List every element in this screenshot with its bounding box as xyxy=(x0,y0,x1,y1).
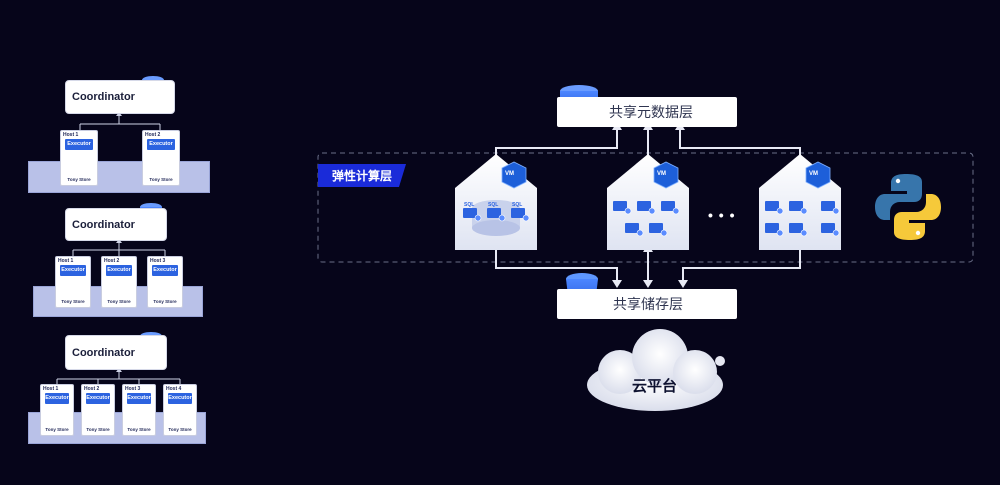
executor-box: Executor xyxy=(168,393,192,404)
cloud-platform-label: 云平台 xyxy=(632,377,678,395)
vm-badge: VM xyxy=(505,171,514,177)
host-label: Host 1 xyxy=(58,258,74,264)
storage-label: Tony Store xyxy=(86,427,110,432)
svg-text:SQL: SQL xyxy=(464,202,474,208)
host-label: Host 2 xyxy=(104,258,120,264)
vm-cube-icon xyxy=(501,161,831,189)
host-label: Host 4 xyxy=(166,386,182,392)
host-card: Host 4 Executor Tony Store xyxy=(163,384,197,436)
host-label: Host 3 xyxy=(125,386,141,392)
executor-box: Executor xyxy=(45,393,69,404)
coordinator-box: Coordinator xyxy=(65,335,167,370)
svg-text:SQL: SQL xyxy=(488,202,498,208)
storage-label: Tony Store xyxy=(127,427,151,432)
storage-layer-box: 共享储存层 xyxy=(557,289,737,319)
metadata-layer-label: 共享元数据层 xyxy=(609,105,693,121)
host-label: Host 2 xyxy=(84,386,100,392)
executor-box: Executor xyxy=(127,393,151,404)
host-label: Host 3 xyxy=(150,258,166,264)
host-card: Host 1 Executor Tony Store xyxy=(40,384,74,436)
executor-box: Executor xyxy=(65,139,93,150)
cluster-base xyxy=(28,161,210,193)
storage-label: Tony Store xyxy=(153,299,177,304)
host-card: Host 1 Executor Tony Store xyxy=(60,130,98,186)
storage-label: Tony Store xyxy=(107,299,131,304)
coordinator-label: Coordinator xyxy=(72,91,135,103)
ellipsis: • • • xyxy=(708,207,736,223)
python-logo-icon xyxy=(875,174,941,240)
host-label: Host 2 xyxy=(145,132,161,138)
host-card: Host 2 Executor Tony Store xyxy=(81,384,115,436)
coordinator-box: Coordinator xyxy=(65,80,175,114)
vm-badge: VM xyxy=(809,171,818,177)
storage-label: Tony Store xyxy=(67,177,91,182)
storage-layer-label: 共享储存层 xyxy=(613,297,683,313)
storage-label: Tony Store xyxy=(61,299,85,304)
coordinator-box: Coordinator xyxy=(65,208,167,241)
executor-box: Executor xyxy=(152,265,178,276)
host-card: Host 3 Executor Tony Store xyxy=(122,384,156,436)
svg-text:SQL: SQL xyxy=(512,202,522,208)
vm-badge: VM xyxy=(657,171,666,177)
storage-label: Tony Store xyxy=(45,427,69,432)
executor-box: Executor xyxy=(106,265,132,276)
host-card: Host 2 Executor Tony Store xyxy=(101,256,137,308)
executor-box: Executor xyxy=(86,393,110,404)
metadata-layer-box: 共享元数据层 xyxy=(557,97,737,127)
host-card: Host 3 Executor Tony Store xyxy=(147,256,183,308)
storage-label: Tony Store xyxy=(168,427,192,432)
cloud-icon xyxy=(587,329,725,411)
executor-box: Executor xyxy=(147,139,175,150)
host-label: Host 1 xyxy=(63,132,79,138)
executor-box: Executor xyxy=(60,265,86,276)
host-label: Host 1 xyxy=(43,386,59,392)
coordinator-label: Coordinator xyxy=(72,346,135,359)
host-card: Host 2 Executor Tony Store xyxy=(142,130,180,186)
host-card: Host 1 Executor Tony Store xyxy=(55,256,91,308)
compute-layer-tag: 弹性计算层 xyxy=(318,164,407,187)
storage-label: Tony Store xyxy=(149,177,173,182)
coordinator-label: Coordinator xyxy=(72,218,135,231)
